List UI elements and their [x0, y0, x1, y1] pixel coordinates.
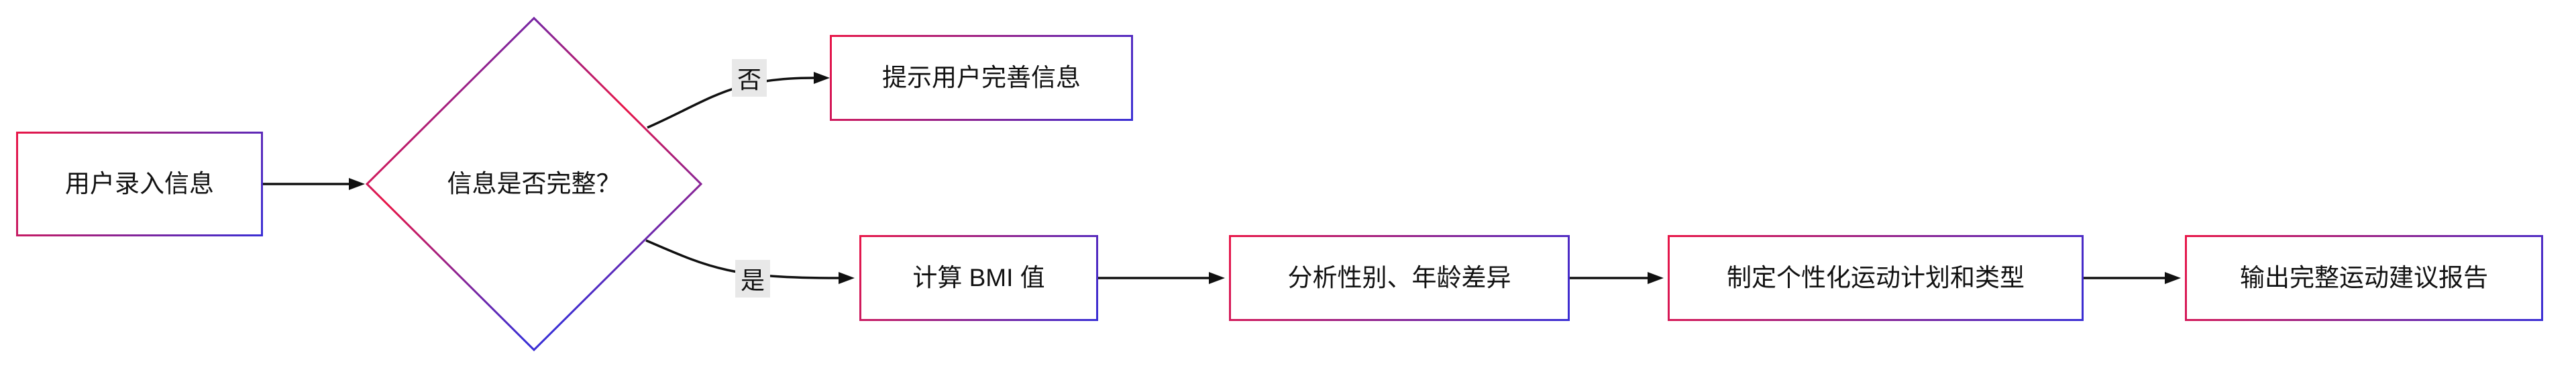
node-prompt: 提示用户完善信息: [830, 35, 1133, 121]
node-analyze-label: 分析性别、年龄差异: [1287, 263, 1511, 291]
node-start-label: 用户录入信息: [65, 169, 214, 197]
decision-diamond-shape: [365, 16, 703, 352]
node-report-label: 输出完整运动建议报告: [2240, 263, 2488, 291]
edge-label-no: 否: [731, 59, 767, 97]
node-decision-label: 信息是否完整？: [447, 169, 621, 197]
node-report: 输出完整运动建议报告: [2185, 235, 2543, 321]
edge-label-yes: 是: [735, 260, 771, 298]
node-decision: 信息是否完整？: [365, 16, 703, 352]
node-plan-label: 制定个性化运动计划和类型: [1727, 263, 2025, 291]
node-bmi-label: 计算 BMI 值: [912, 263, 1045, 291]
node-plan: 制定个性化运动计划和类型: [1668, 235, 2084, 321]
node-prompt-label: 提示用户完善信息: [882, 63, 1081, 91]
node-start: 用户录入信息: [16, 132, 263, 236]
arrow-decision-to-bmi: [645, 239, 855, 284]
node-analyze: 分析性别、年龄差异: [1229, 235, 1570, 321]
node-bmi: 计算 BMI 值: [859, 235, 1098, 321]
arrow-decision-to-prompt: [647, 72, 830, 129]
